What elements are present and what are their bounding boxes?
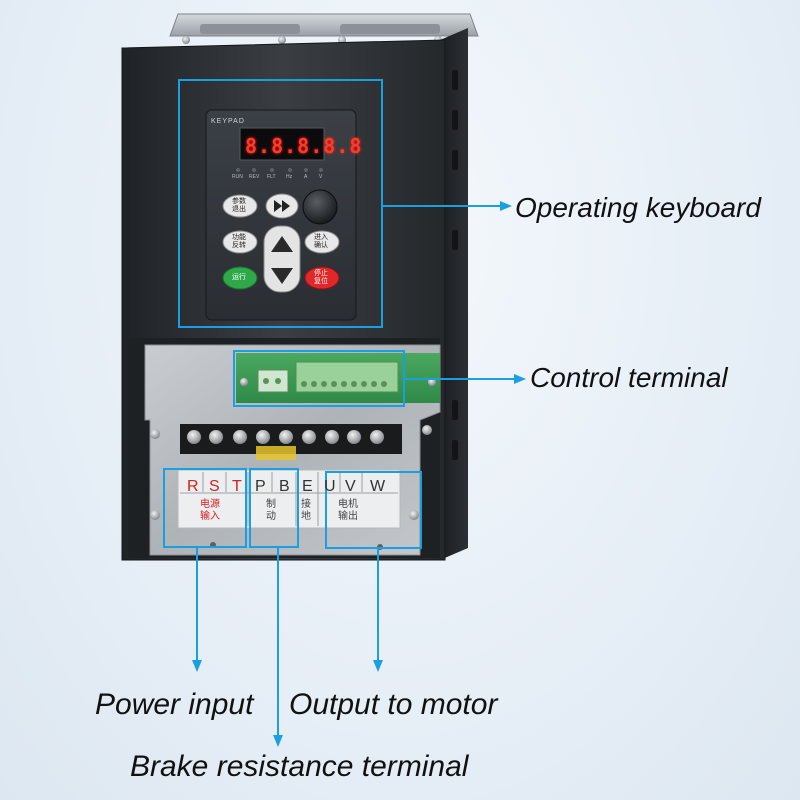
housing-side-panel: [440, 28, 468, 560]
up-down-rocker[interactable]: [263, 225, 301, 293]
callout-arrows: [192, 201, 526, 747]
stop-reset-label: 停止复位: [314, 270, 328, 285]
func-reverse-label: 功能反转: [232, 234, 246, 249]
fast-forward-icon: [274, 200, 290, 212]
terminal-letter-w: W: [370, 478, 386, 495]
side-vents: [452, 70, 458, 460]
keypad-brand: KEYPAD: [211, 118, 245, 125]
func-reverse-button[interactable]: [222, 230, 258, 254]
led-display-readout: 8.8.8.8.8: [245, 134, 363, 158]
potentiometer-knob[interactable]: [302, 189, 338, 225]
run-button[interactable]: [222, 266, 258, 290]
terminal-letter-t: T: [232, 478, 242, 495]
motor-output-label: 电机输出: [338, 499, 358, 522]
control-terminal-callout: Control terminal: [530, 362, 728, 393]
param-exit-label: 参数退出: [232, 198, 246, 213]
power-input-label: 电源输入: [200, 499, 220, 522]
brake-resistance-callout: Brake resistance terminal: [130, 750, 469, 783]
terminal-letter-r: R: [187, 478, 199, 495]
param-exit-button[interactable]: [222, 194, 258, 218]
down-arrow-icon: [271, 268, 293, 284]
terminal-label-dividers: [180, 472, 398, 526]
top-bracket: [169, 13, 479, 44]
brake-label: 制动: [266, 499, 276, 522]
terminal-letter-u: U: [324, 478, 336, 495]
operating-keyboard-callout: Operating keyboard: [515, 192, 761, 223]
output-to-motor-callout: Output to motor: [289, 688, 498, 721]
plate-screw: [422, 425, 432, 435]
terminal-letter-s: S: [209, 478, 220, 495]
plate-screw: [150, 510, 160, 520]
led-indicator-label: RUN: [232, 174, 243, 180]
terminal-letter-b: B: [279, 478, 290, 495]
led-indicator-label: REV: [249, 174, 260, 180]
run-label: 运行: [232, 274, 246, 281]
led-indicator-label: Hz: [286, 174, 293, 180]
control-terminal-board: [236, 353, 440, 403]
keypad-panel: [205, 109, 357, 321]
plate-screw: [150, 429, 160, 439]
terminal-letter-e: E: [302, 478, 313, 495]
stop-reset-button[interactable]: [304, 266, 340, 290]
terminal-letter-p: P: [255, 478, 266, 495]
ground-label: 接地: [301, 499, 311, 522]
led-display-window: [239, 127, 325, 161]
terminal-label-card: [177, 469, 401, 529]
power-input-callout: Power input: [95, 688, 254, 721]
enter-confirm-button[interactable]: [304, 230, 340, 254]
led-indicator-label: FLT: [267, 174, 276, 180]
up-arrow-icon: [271, 236, 293, 252]
plate-screw: [409, 510, 419, 520]
led-indicator-label: V: [319, 174, 323, 180]
enter-confirm-label: 进入确认: [314, 234, 328, 249]
terminal-letter-v: V: [345, 478, 356, 495]
led-indicator-label: A: [304, 174, 308, 180]
power-terminal-block: [180, 424, 402, 460]
